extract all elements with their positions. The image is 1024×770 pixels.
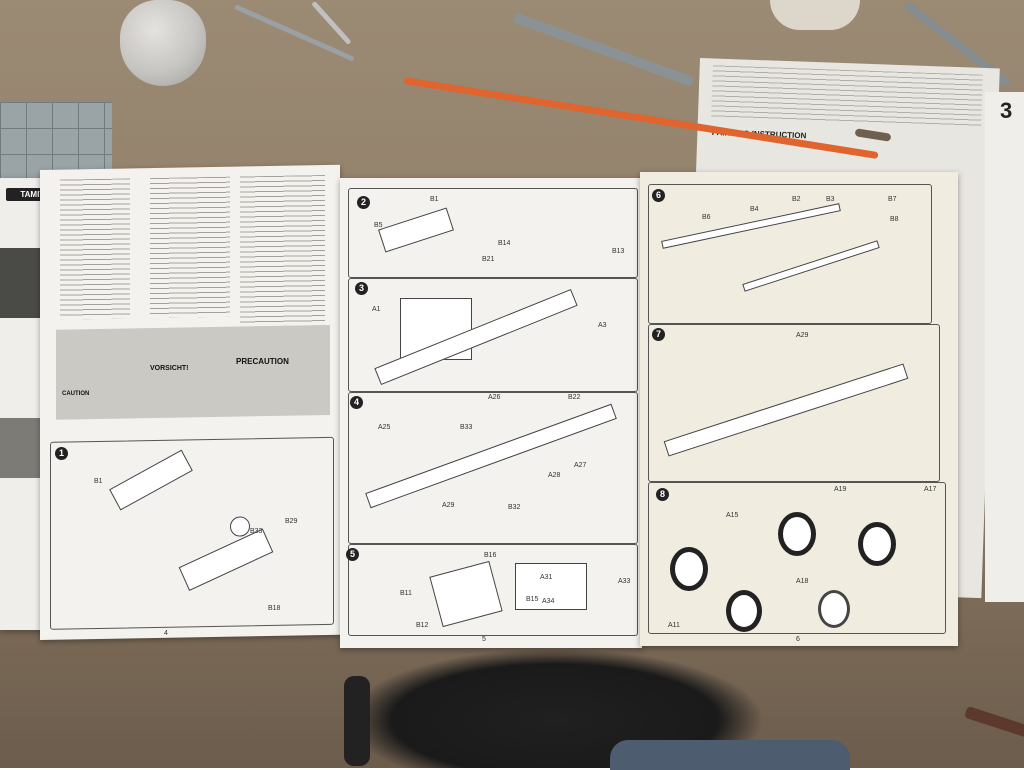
manual-page-4 xyxy=(40,164,340,640)
page-number-6: 6 xyxy=(796,636,800,643)
part-label-a29: A29 xyxy=(442,502,455,509)
step-7-box xyxy=(648,324,940,482)
step-number-8: 8 xyxy=(656,488,669,501)
part-label-b5: B5 xyxy=(374,222,383,229)
part-label-b15: B15 xyxy=(526,596,539,603)
manual-page-6 xyxy=(640,172,958,646)
wheel-3 xyxy=(858,522,896,566)
part-label-b7: B7 xyxy=(888,196,897,203)
step-4-box xyxy=(348,392,638,544)
step-number-4: 4 xyxy=(350,396,363,409)
part-label-b14: B14 xyxy=(498,240,511,247)
wheel-1 xyxy=(670,547,708,591)
part-label-b33-p4: B33 xyxy=(250,528,263,535)
part-label-b32: B32 xyxy=(508,504,521,511)
intro-text-de xyxy=(240,175,325,327)
page-number-4: 4 xyxy=(164,630,168,637)
part-label-b2: B2 xyxy=(792,196,801,203)
part-label-b13: B13 xyxy=(612,248,625,255)
part-label-b12: B12 xyxy=(416,622,429,629)
part-label-a28: A28 xyxy=(548,472,561,479)
part-label-b1-p5: B1 xyxy=(430,196,439,203)
chair-arm xyxy=(344,676,370,766)
step-number-3: 3 xyxy=(355,282,368,295)
part-label-b33: B33 xyxy=(460,424,473,431)
part-label-a34: A34 xyxy=(542,598,555,605)
part-label-a1: A1 xyxy=(372,306,381,313)
step-6-box xyxy=(648,184,932,324)
part-label-a27: A27 xyxy=(574,462,587,469)
caution-heading: CAUTION xyxy=(62,391,90,397)
part-label-a15: A15 xyxy=(726,512,739,519)
part-label-a33: A33 xyxy=(618,578,631,585)
precaution-heading: PRECAUTION xyxy=(236,357,289,366)
part-label-a25: A25 xyxy=(378,424,391,431)
step-number-1: 1 xyxy=(55,447,68,460)
part-label-a18: A18 xyxy=(796,578,809,585)
step-2-box xyxy=(348,188,638,278)
part-label-b21: B21 xyxy=(482,256,495,263)
part-label-b18: B18 xyxy=(268,605,281,612)
intro-text-jp xyxy=(60,178,130,320)
step-number-7: 7 xyxy=(652,328,665,341)
step-3-box xyxy=(348,278,638,392)
vorsicht-heading: VORSICHT! xyxy=(150,365,189,372)
step-number-5: 5 xyxy=(346,548,359,561)
wheel-4 xyxy=(726,590,762,632)
page-number-5: 5 xyxy=(482,636,486,643)
step-1-box xyxy=(50,436,334,630)
part-label-b16: B16 xyxy=(484,552,497,559)
person-leg xyxy=(610,740,850,770)
part-label-b6: B6 xyxy=(702,214,711,221)
step-8-box xyxy=(648,482,946,634)
part-label-a19: A19 xyxy=(834,486,847,493)
part-label-a11: A11 xyxy=(668,622,680,629)
step-5-box xyxy=(348,544,638,636)
part-label-b29: B29 xyxy=(285,518,298,525)
measuring-cup xyxy=(120,0,206,86)
brake-drum xyxy=(515,563,587,610)
part-label-a17: A17 xyxy=(924,486,937,493)
step-number-2: 2 xyxy=(357,196,370,209)
part-label-b4: B4 xyxy=(750,206,759,213)
part-label-a29-p6: A29 xyxy=(796,332,809,339)
sheet-number: 3 xyxy=(1000,98,1013,123)
part-label-b22: B22 xyxy=(568,394,581,401)
precautions-box xyxy=(56,324,330,420)
step-number-6: 6 xyxy=(652,189,665,202)
part-label-a3: A3 xyxy=(598,322,607,329)
manual-page-5 xyxy=(340,178,642,648)
part-label-b8: B8 xyxy=(890,216,899,223)
part-label-a31: A31 xyxy=(540,574,553,581)
wheel-2 xyxy=(778,512,816,556)
wheel-5 xyxy=(818,590,850,628)
intro-text-fr xyxy=(150,176,230,319)
part-label-b11: B11 xyxy=(400,590,412,597)
part-label-b3: B3 xyxy=(826,196,835,203)
truck-photo xyxy=(0,418,40,478)
part-label-a26: A26 xyxy=(488,394,501,401)
plastic-container xyxy=(770,0,860,30)
part-label-b1: B1 xyxy=(94,478,103,485)
sheet-edge xyxy=(985,92,1024,602)
